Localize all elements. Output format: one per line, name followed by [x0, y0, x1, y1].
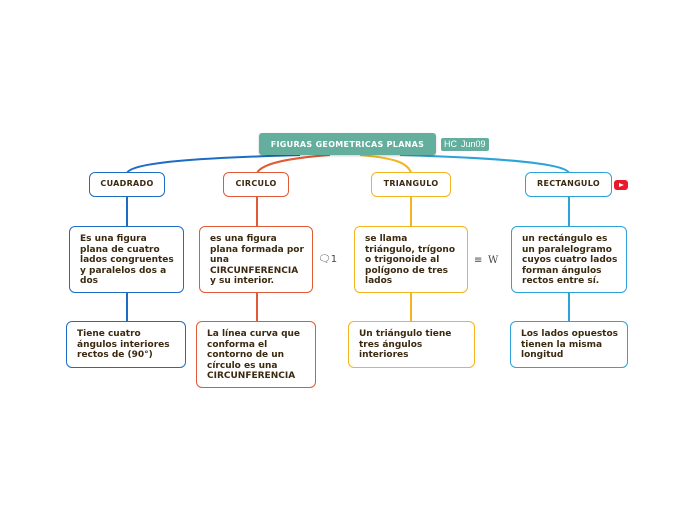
topic-cuadrado-label: CUADRADO [100, 179, 154, 189]
circulo-definition[interactable]: es una figura plana formada por una CIRC… [199, 226, 313, 293]
comment-count: 1 [330, 254, 338, 265]
topic-rectangulo[interactable]: RECTANGULO [525, 172, 612, 197]
topic-circulo[interactable]: CIRCULO [223, 172, 289, 197]
comment-icon[interactable]: 🗨1 [318, 254, 338, 265]
topic-cuadrado[interactable]: CUADRADO [89, 172, 165, 197]
link-root-triangulo [359, 154, 412, 174]
youtube-icon[interactable] [614, 180, 628, 190]
note-icon[interactable]: ≡ [474, 255, 483, 266]
triangulo-detail[interactable]: Un triángulo tiene tres ángulos interior… [348, 321, 475, 368]
rectangulo-detail[interactable]: Los lados opuestos tienen la misma longi… [510, 321, 628, 368]
link-root-cuadrado [126, 154, 301, 174]
tag-hc: HC [441, 138, 460, 151]
circulo-detail[interactable]: La línea curva que conforma el contorno … [196, 321, 316, 388]
cuadrado-detail[interactable]: Tiene cuatro ángulos interiores rectos d… [66, 321, 186, 368]
topic-triangulo-label: TRIANGULO [383, 179, 439, 189]
root-topic[interactable]: FIGURAS GEOMETRICAS PLANAS [259, 133, 436, 155]
topic-rectangulo-label: RECTANGULO [537, 179, 600, 189]
topic-circulo-label: CIRCULO [235, 179, 277, 189]
cuadrado-definition[interactable]: Es una figura plana de cuatro lados cong… [69, 226, 184, 293]
tag-date: Jun09 [458, 138, 489, 151]
triangulo-definition[interactable]: se llama triángulo, trígono o trigonoide… [354, 226, 468, 293]
root-title: FIGURAS GEOMETRICAS PLANAS [270, 139, 425, 149]
rectangulo-definition[interactable]: un rectángulo es un paralelogramo cuyos … [511, 226, 627, 293]
link-root-circulo [256, 154, 331, 174]
wikipedia-icon[interactable]: W [488, 255, 499, 266]
link-root-rectangulo [399, 154, 570, 174]
topic-triangulo[interactable]: TRIANGULO [371, 172, 451, 197]
